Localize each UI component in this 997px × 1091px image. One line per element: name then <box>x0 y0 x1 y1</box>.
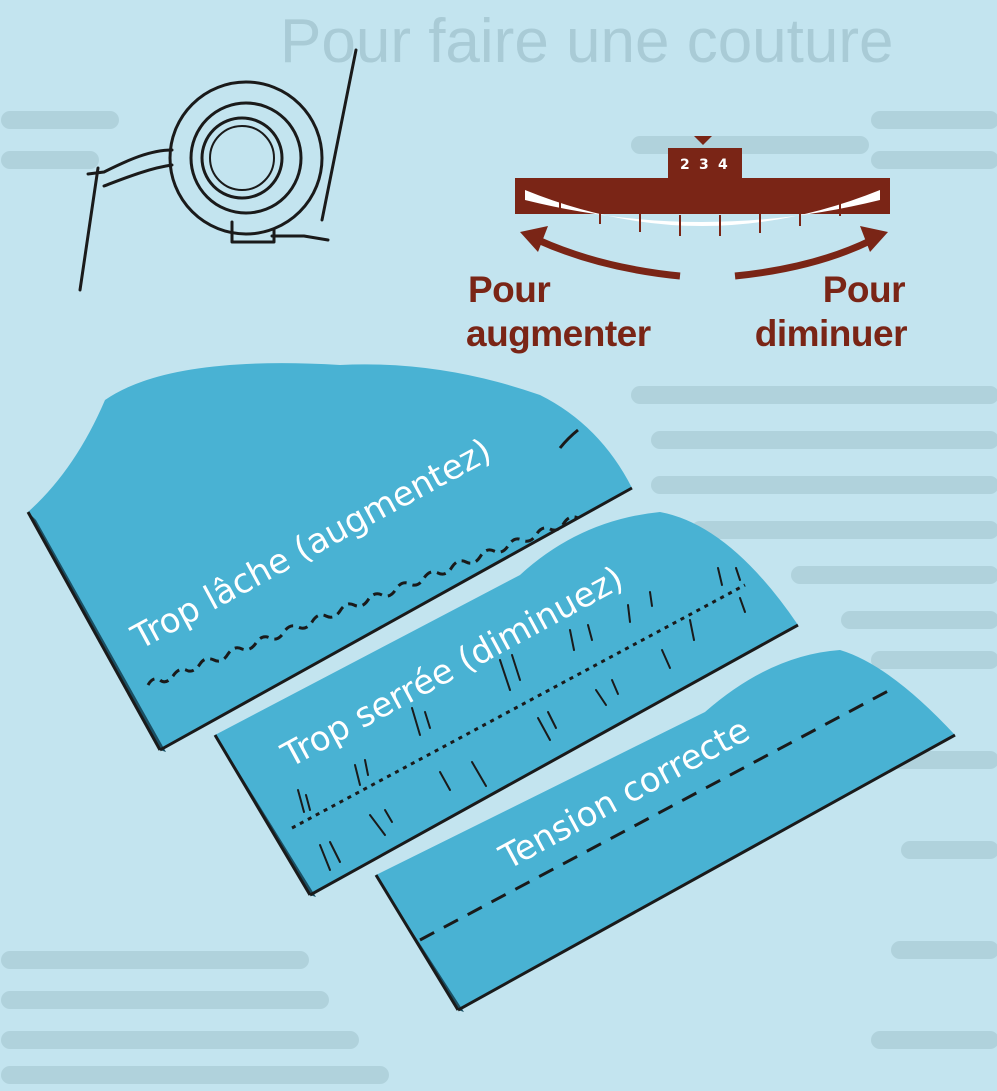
dial-window <box>668 148 742 178</box>
tension-dial: 2 3 4 Pour augmenter Pour diminuer <box>466 136 908 354</box>
dial-wheel <box>525 190 880 226</box>
decrease-arrow-icon <box>734 236 874 280</box>
dial-housing <box>515 178 890 214</box>
increase-label-line1: Pour <box>468 269 550 310</box>
bobbin-outer-ring <box>168 80 324 236</box>
background-heading: Pour faire une couture <box>280 7 894 76</box>
pucker-marks <box>297 567 746 871</box>
dial-wheel-ticks <box>559 196 841 236</box>
stitch-line-correct <box>419 688 891 942</box>
increase-arrow-icon <box>536 236 681 280</box>
bobbin-case-drawing <box>78 48 358 292</box>
decrease-label-line2: diminuer <box>755 313 907 354</box>
dial-number: 2 <box>680 157 690 173</box>
dial-number: 3 <box>699 157 709 173</box>
dial-number: 4 <box>718 157 728 173</box>
dial-pointer-icon <box>694 136 712 145</box>
increase-label-line2: augmenter <box>466 313 651 354</box>
decrease-label-line1: Pour <box>823 269 905 310</box>
stitch-line-loose <box>146 515 579 686</box>
increase-arrowhead-icon <box>520 226 548 252</box>
decrease-arrowhead-icon <box>860 226 888 252</box>
background-text-lines <box>1 111 997 1084</box>
